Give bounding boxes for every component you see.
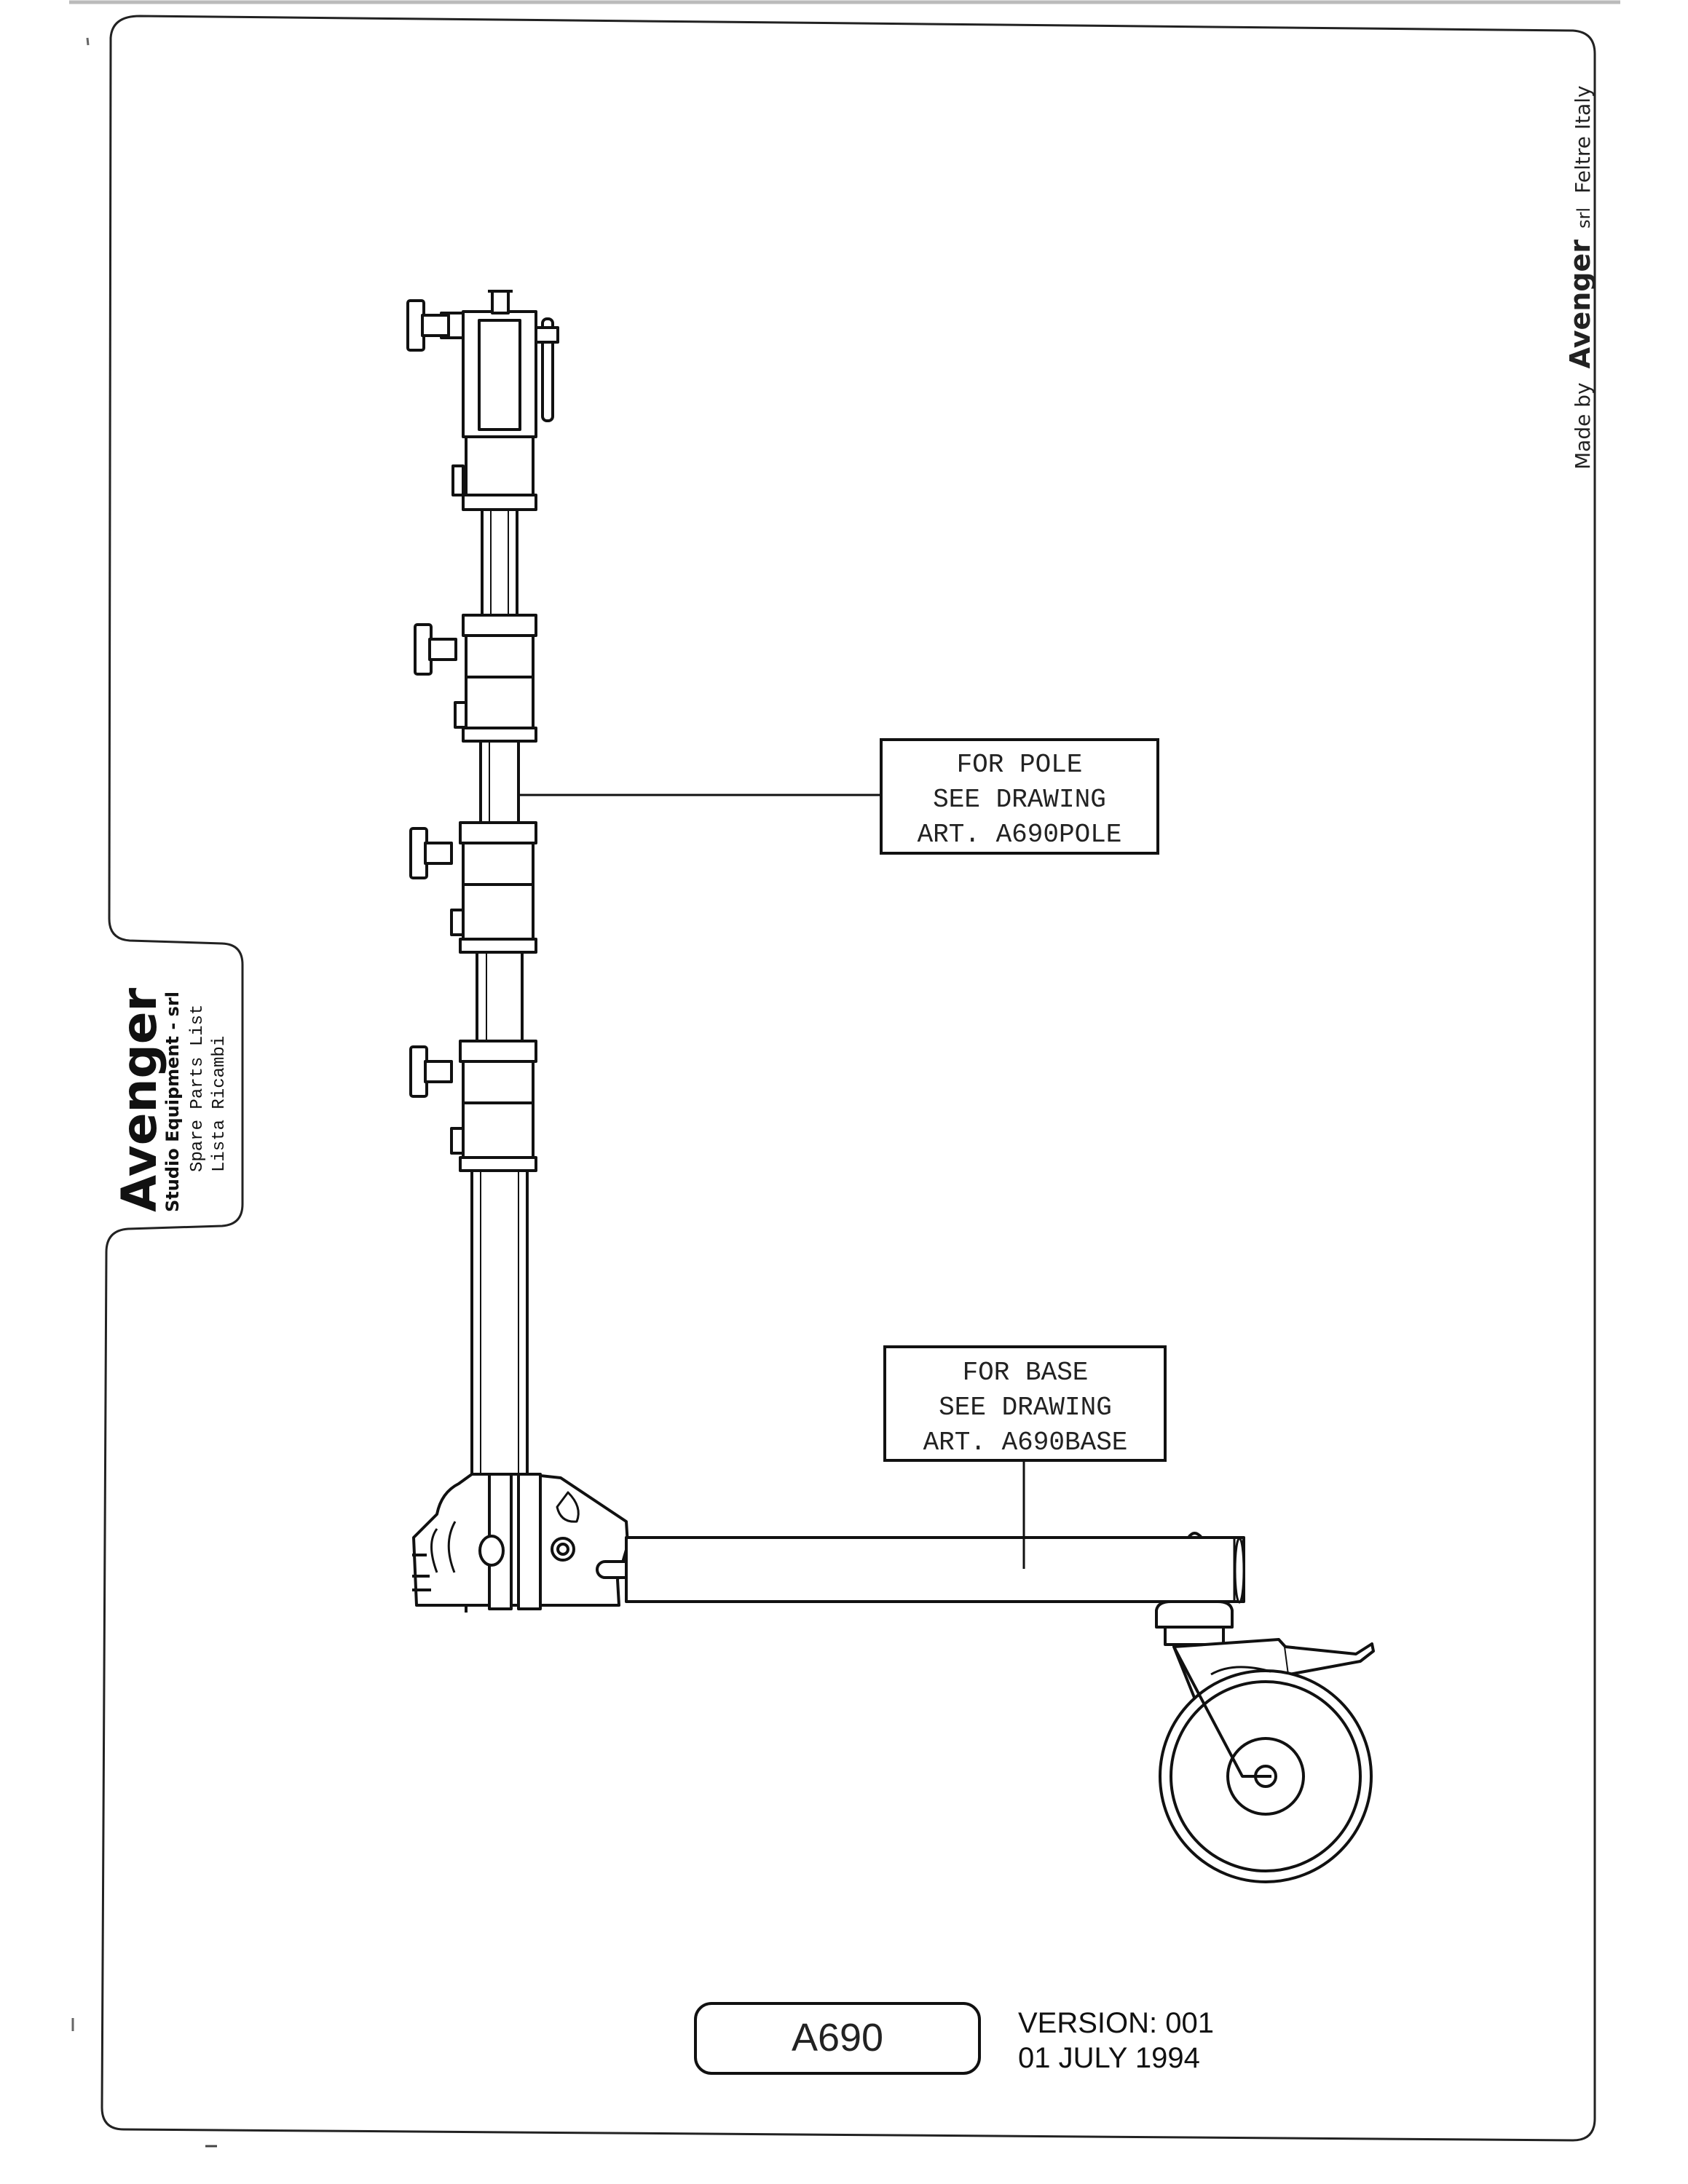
maker-place: Feltre Italy: [1571, 85, 1595, 193]
pole-callout: FOR POLE SEE DRAWING ART. A690POLE: [517, 738, 1159, 855]
tab-brand: Avenger: [111, 987, 167, 1212]
svg-text:Made by Avenger sr: Made by Avenger srl Feltre Italy: [1564, 85, 1596, 470]
maker-suffix: srl: [1574, 207, 1594, 229]
maker-credit: Made by Avenger srl Feltre Italy: [1564, 85, 1596, 470]
pole-callout-line-1: FOR POLE: [957, 750, 1083, 780]
maker-brand: Avenger: [1564, 240, 1596, 369]
model-number: A690: [792, 2016, 883, 2060]
model-box: [694, 2002, 981, 2075]
version-date: 01 JULY 1994: [1018, 2042, 1200, 2074]
tab-spare-parts-list: Spare Parts List: [188, 1005, 208, 1172]
base-callout-line-1: FOR BASE: [963, 1358, 1089, 1388]
maker-prefix: Made by: [1571, 382, 1595, 470]
footer: A690 VERSION: 001 01 JULY 1994: [694, 2002, 1214, 2075]
pole-callout-line-3: ART. A690POLE: [918, 820, 1122, 850]
stand-drawing: [406, 290, 1375, 1883]
base-callout-line-2: SEE DRAWING: [939, 1393, 1112, 1423]
side-tab: Avenger Studio Equipment - srl Spare Par…: [111, 987, 229, 1212]
tab-lista-ricambi: Lista Ricambi: [210, 1036, 229, 1172]
tab-company: Studio Equipment - srl: [162, 992, 183, 1212]
pole-callout-line-2: SEE DRAWING: [933, 785, 1106, 815]
base-callout-line-3: ART. A690BASE: [923, 1428, 1128, 1457]
page-border: [100, 15, 1596, 2142]
version-label: VERSION: 001: [1018, 2007, 1214, 2039]
base-callout: FOR BASE SEE DRAWING ART. A690BASE: [883, 1345, 1167, 1569]
